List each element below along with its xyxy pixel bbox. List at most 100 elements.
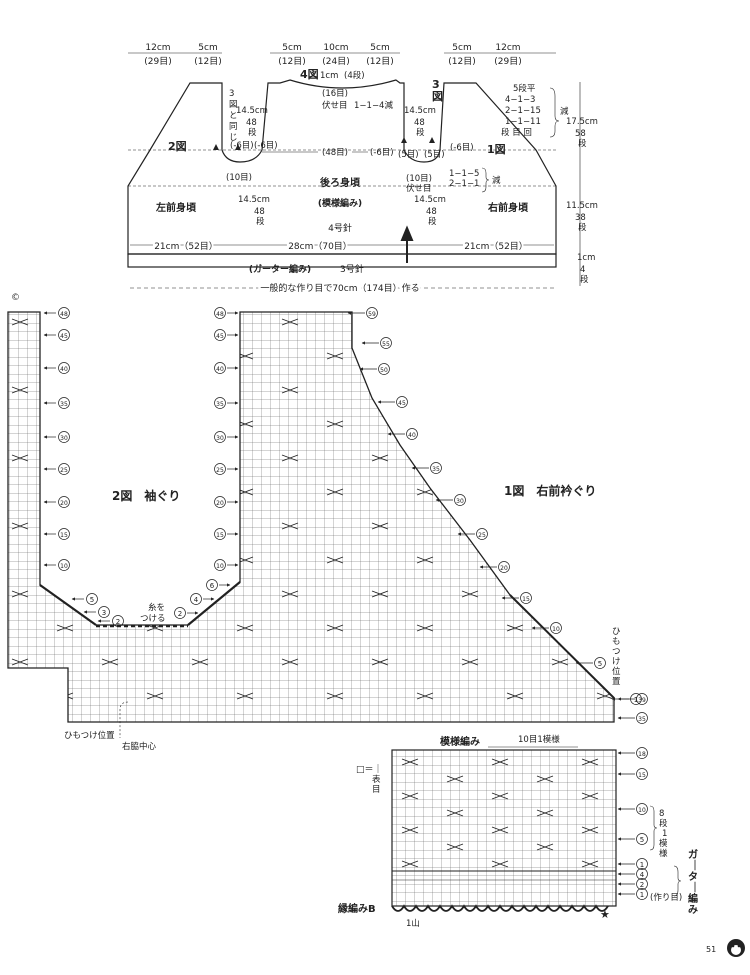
dim-3-st: (12目) <box>278 56 305 67</box>
right-dim-c: 1cm <box>577 253 595 263</box>
dim-5-cm: 5cm <box>370 43 389 53</box>
cable-cross <box>596 488 614 496</box>
row-label-mid-6: 6 <box>206 579 231 591</box>
row-label-right-59: 59 <box>347 307 378 319</box>
svg-text:5: 5 <box>90 596 94 604</box>
svg-text:48: 48 <box>216 311 224 318</box>
cable-cross <box>371 658 389 666</box>
row-label-right-35: 35 <box>411 462 442 474</box>
svg-text:55: 55 <box>382 341 390 348</box>
svg-text:25: 25 <box>478 532 486 539</box>
cable-cross <box>491 758 509 766</box>
svg-text:48: 48 <box>60 311 68 318</box>
cable-cross <box>551 318 569 326</box>
dim-2-st: (12目) <box>194 56 221 67</box>
armhole-dec-bind: 伏せ目 <box>406 183 432 194</box>
cable-cross <box>101 318 119 326</box>
svg-text:15: 15 <box>60 532 68 539</box>
left-front-title: 左前身頃 <box>155 201 197 214</box>
svg-text:1: 1 <box>634 696 638 704</box>
edging-label: 縁編みB <box>338 902 376 915</box>
row-label-right-45: 45 <box>377 396 408 408</box>
armhole-left-start: (10目) <box>226 173 252 183</box>
yarn-note-1: 糸を <box>148 602 165 613</box>
row-label-right-50: 50 <box>359 363 390 375</box>
row-label-mid-2: 2 <box>174 607 199 619</box>
cable-cross <box>146 352 164 360</box>
cable-cross <box>281 454 299 462</box>
cable-cross <box>101 522 119 530</box>
svg-text:18: 18 <box>638 751 646 758</box>
back-body-title: 後ろ身頃 <box>320 176 361 189</box>
cable-cross <box>551 386 569 394</box>
cable-cross <box>596 420 614 428</box>
row-label-mid-10: 10 <box>214 559 239 571</box>
armhole-right-cm: 14.5cm <box>404 106 436 116</box>
row-label-right-20: 20 <box>479 561 510 573</box>
cable-cross <box>11 658 29 666</box>
garment-schematic: 12cm (29目) 5cm (12目) 5cm (12目) 10cm (24目… <box>127 43 598 297</box>
cable-cross <box>146 692 164 700</box>
row-label-right-5: 5 <box>575 657 606 669</box>
svg-text:3: 3 <box>102 609 106 617</box>
svg-text:45: 45 <box>60 333 68 340</box>
armhole-dec-dec: 減 <box>492 175 501 186</box>
width-center: 28cm（70目） <box>288 241 352 252</box>
legend-symbol: □＝｜ <box>356 764 383 775</box>
cable-cross <box>11 522 29 530</box>
cable-cross <box>506 352 524 360</box>
cable-cross <box>461 590 479 598</box>
right-dim-a: 17.5cm <box>566 117 598 127</box>
cable-cross <box>446 775 464 783</box>
svg-text:40: 40 <box>408 432 416 439</box>
back-neck-rows: (4段) <box>344 70 365 81</box>
svg-text:2: 2 <box>178 610 182 618</box>
svg-text:15: 15 <box>216 532 224 539</box>
tie-position-left: ひもつけ位置 <box>64 730 115 741</box>
cable-cross <box>56 488 74 496</box>
legend-text: 表目 <box>372 774 381 795</box>
needle-4: 4号針 <box>328 222 352 234</box>
row-label-right-4: 4 <box>617 868 648 880</box>
cable-cross <box>446 843 464 851</box>
cable-cross <box>551 522 569 530</box>
cable-cross <box>326 352 344 360</box>
cable-cross <box>191 386 209 394</box>
cable-cross <box>371 522 389 530</box>
dim-1-st: (29目) <box>144 56 171 67</box>
cable-cross <box>536 775 554 783</box>
row-label-left-25: 25 <box>43 463 70 475</box>
cable-cross <box>56 420 74 428</box>
neck-right-2: 4−1−3 <box>505 95 535 105</box>
armhole-dec-line1: 1−1−5 <box>449 169 479 179</box>
svg-text:2: 2 <box>116 618 120 626</box>
cable-cross <box>236 624 254 632</box>
svg-text:39: 39 <box>638 697 646 704</box>
cable-cross <box>551 658 569 666</box>
fig2-title: 2図 袖ぐり <box>112 488 180 503</box>
row-label-right-39: 39 <box>617 693 648 705</box>
svg-text:1: 1 <box>640 861 644 869</box>
row-label-left-30: 30 <box>43 431 70 443</box>
neck-right-5: 段 目 回 <box>501 127 532 138</box>
svg-text:10: 10 <box>552 626 560 633</box>
svg-text:10: 10 <box>60 563 68 570</box>
armhole-left-dec-b: (-6目) <box>254 141 278 151</box>
svg-text:35: 35 <box>216 401 224 408</box>
svg-text:20: 20 <box>216 500 224 507</box>
cable-cross <box>326 556 344 564</box>
cable-cross <box>146 420 164 428</box>
dim-4-st: (24目) <box>322 56 349 67</box>
cable-cross <box>491 826 509 834</box>
row-label-mid-25: 25 <box>214 463 239 475</box>
svg-text:2: 2 <box>640 881 644 889</box>
row-label-right-1: 1 <box>617 858 648 870</box>
back-neck-dec: 1−1−4減 <box>354 100 393 111</box>
row-label-left-15: 15 <box>43 528 70 540</box>
neck-right-3: 2−1−15 <box>505 106 541 116</box>
cable-cross <box>371 590 389 598</box>
mid-dec: (-6目) <box>370 148 394 158</box>
garter-band <box>127 253 557 268</box>
